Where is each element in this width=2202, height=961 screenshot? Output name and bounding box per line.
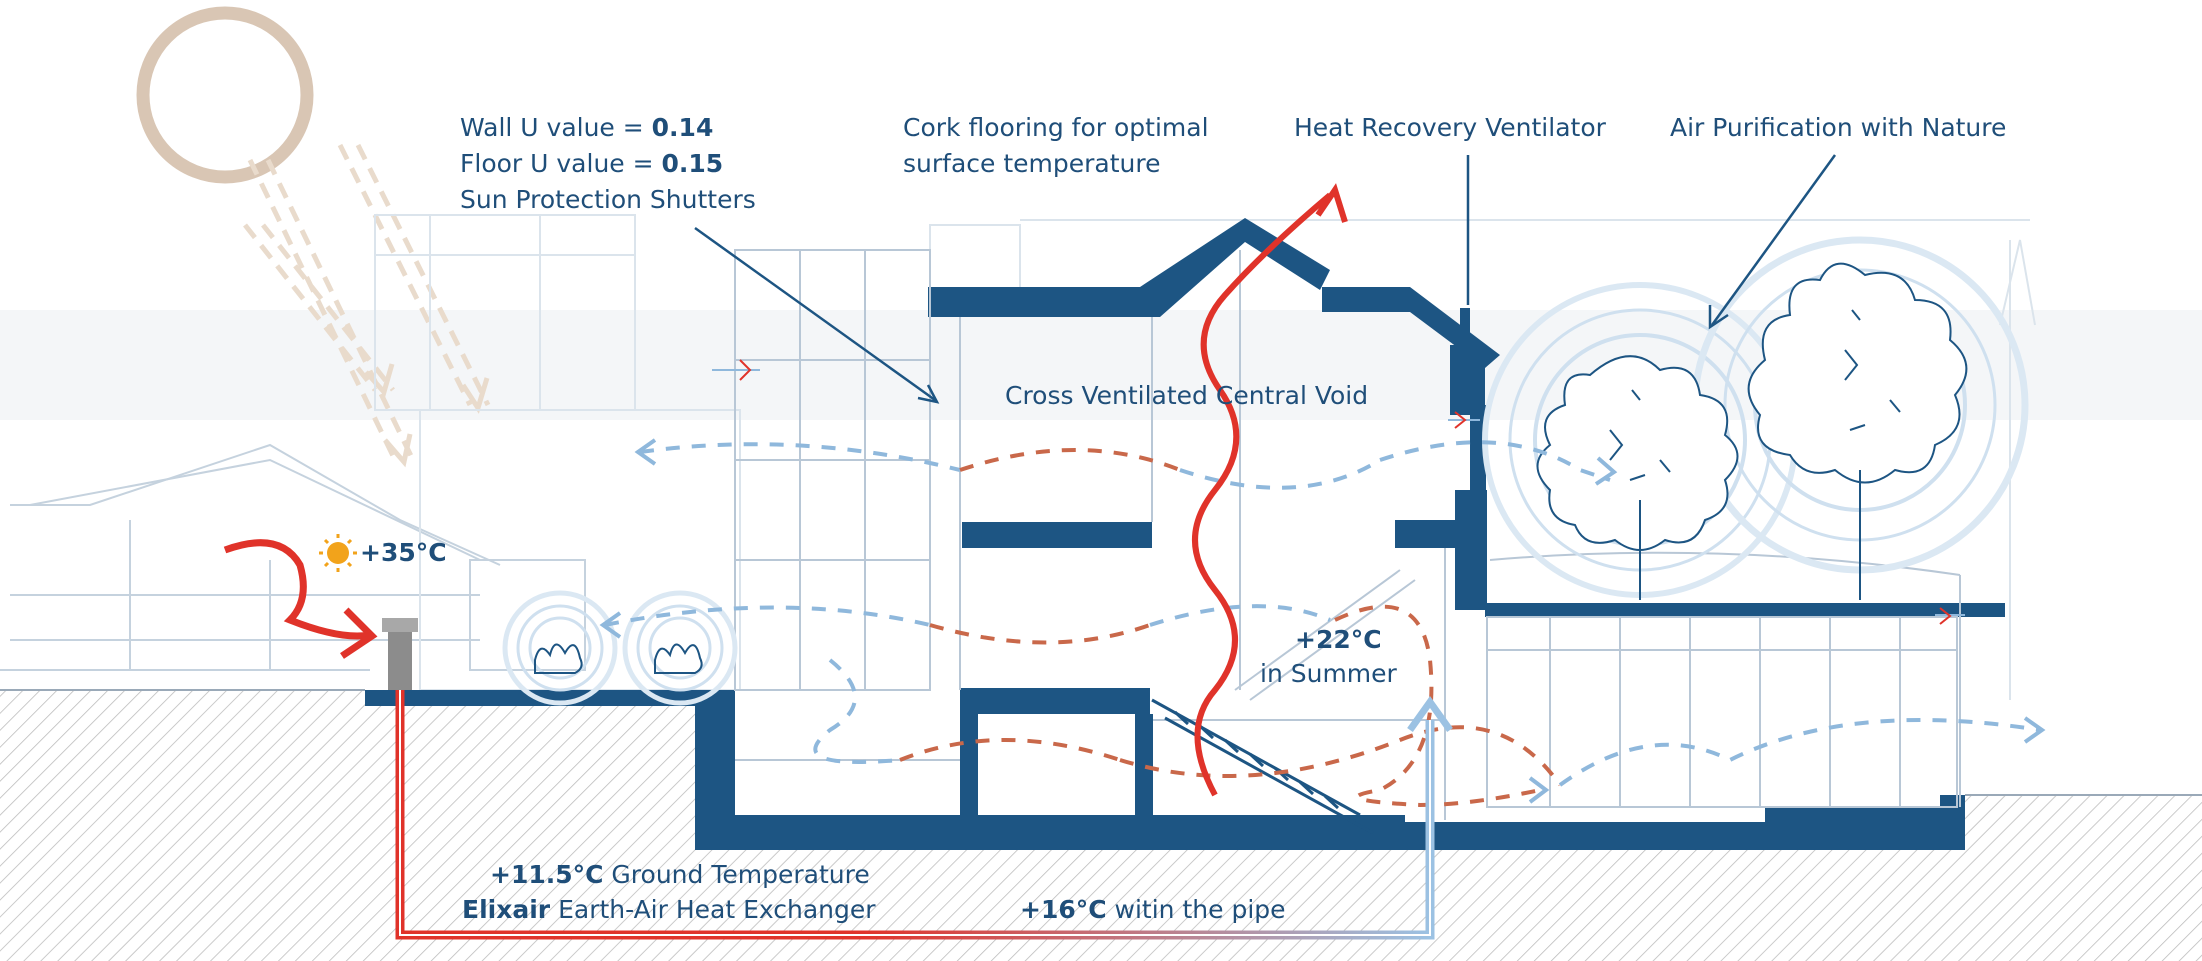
outdoor-hot-air <box>223 539 371 640</box>
ground-temp-label: +11.5°C Ground Temperature <box>490 857 870 893</box>
outdoor-temp-value: +35°C <box>360 538 447 567</box>
cork-flooring-label-line1: Cork flooring for optimal <box>903 113 1209 142</box>
pipe-temp-label: +16°C witin the pipe <box>1020 892 1286 928</box>
floor-u-number: 0.15 <box>661 149 724 178</box>
air-intake-cap <box>382 618 418 632</box>
arrowhead-upper-right <box>1594 456 1618 486</box>
outdoor-hot-air-arrowhead <box>340 607 378 659</box>
sun-rays <box>243 143 491 462</box>
indoor-season-label: in Summer <box>1260 659 1397 688</box>
cross-ventilation-upper <box>639 440 1611 490</box>
leader-lines <box>694 154 1837 402</box>
exchanger-brand: Elixair <box>462 895 551 924</box>
outdoor-temp-label: +35°C <box>360 535 447 571</box>
hot-air-arrowhead <box>1315 183 1348 223</box>
ground-temp-text: Ground Temperature <box>603 860 870 889</box>
arrowhead-upper-left <box>634 438 657 466</box>
central-void-label: Cross Ventilated Central Void <box>1005 381 1369 410</box>
earth-air-pipe-inner <box>399 690 1431 936</box>
tree-detail <box>1609 309 1901 481</box>
sun-small-icon <box>319 534 357 572</box>
wall-u-value-label: Wall U value = 0.14 <box>460 110 713 146</box>
planter-rings <box>502 590 738 706</box>
leader-arrowhead-shutters <box>917 384 940 404</box>
arrowhead-middle-left <box>599 611 622 639</box>
background-sketch <box>374 214 2036 700</box>
hot-air-chimney <box>1192 192 1332 797</box>
summer-loop <box>1334 604 1541 808</box>
wall-u-number: 0.14 <box>651 113 714 142</box>
wall-u-prefix: Wall U value = <box>460 113 652 142</box>
indoor-temp-value: +22°C <box>1295 625 1382 654</box>
exchanger-label: Elixair Earth-Air Heat Exchanger <box>462 892 876 928</box>
air-intake-stack <box>388 630 412 690</box>
ground-temp-value: +11.5°C <box>490 860 604 889</box>
ground-hatch <box>0 690 2202 961</box>
cork-flooring-label-line2: surface temperature <box>903 149 1161 178</box>
building-structure <box>365 218 2005 850</box>
sun-icon <box>136 6 314 184</box>
arrowhead-summer-loop <box>1528 776 1550 804</box>
pipe-exit-arrowhead <box>1407 695 1453 733</box>
pipe-temp-text: witin the pipe <box>1106 895 1286 924</box>
sun-shutters-label: Sun Protection Shutters <box>460 185 756 214</box>
exchanger-text: Earth-Air Heat Exchanger <box>550 895 876 924</box>
sun-ray-arrowheads <box>364 363 490 468</box>
cross-ventilation-middle <box>604 604 1331 645</box>
leader-arrowhead-trees <box>1708 305 1729 330</box>
indoor-temp-label: +22°C <box>1295 622 1382 658</box>
floor-u-prefix: Floor U value = <box>460 149 662 178</box>
vent-markers <box>712 359 1965 625</box>
upper-stair-lines <box>1234 569 1416 701</box>
cross-ventilation-lower <box>813 658 2041 787</box>
pipe-temp-value: +16°C <box>1020 895 1107 924</box>
planter-shrubs <box>534 643 703 674</box>
air-purification-label: Air Purification with Nature <box>1670 113 2007 142</box>
trees <box>1536 262 1968 600</box>
arrowhead-lower-right <box>2023 716 2046 744</box>
floor-u-value-label: Floor U value = 0.15 <box>460 146 723 182</box>
hrv-label: Heat Recovery Ventilator <box>1294 113 1606 142</box>
